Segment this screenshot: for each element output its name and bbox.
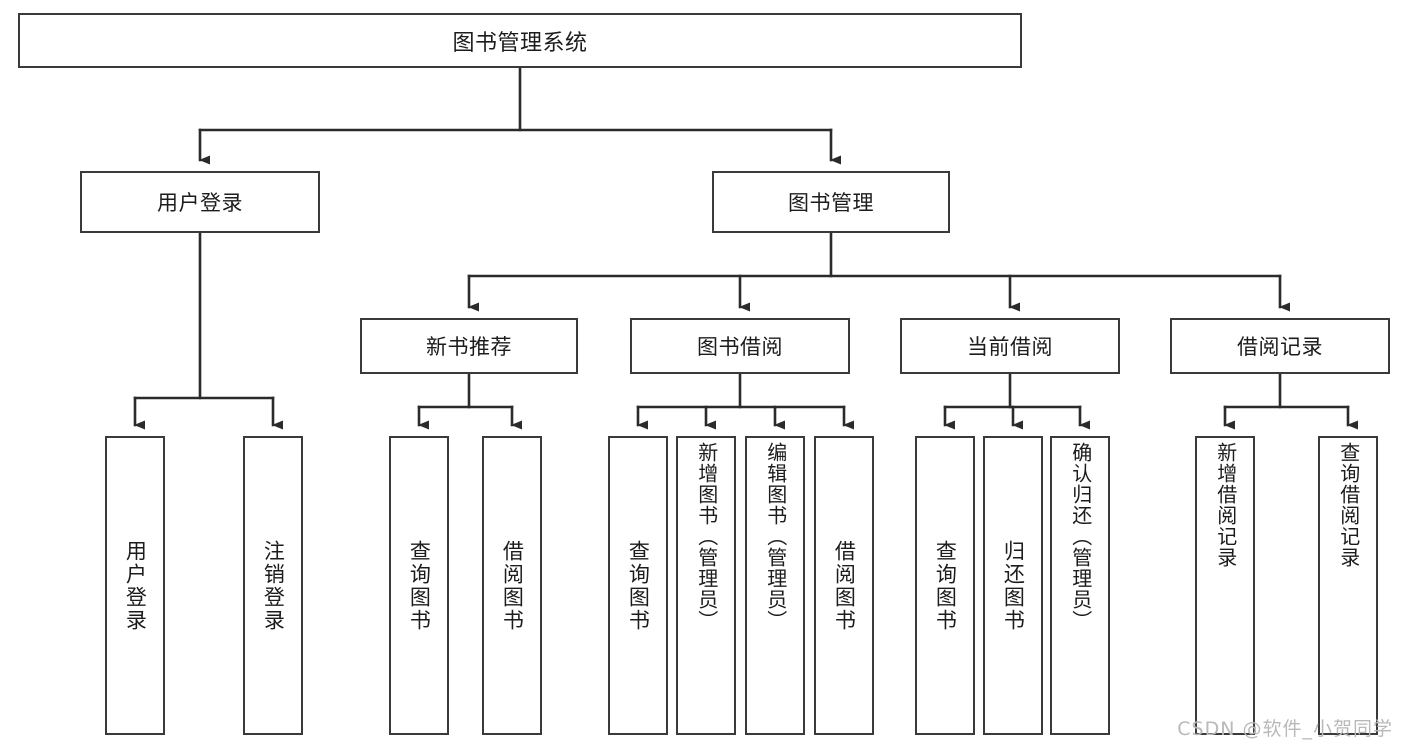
node-label-borrow-record: 借阅记录 <box>1237 335 1323 359</box>
node-leaf-confirm-return[interactable]: 确认归还（管理员） <box>1050 436 1110 735</box>
node-label-leaf-confirm-return: 确认归还（管理员） <box>1068 442 1093 631</box>
node-label-leaf-borrow-book-rec: 借阅图书 <box>500 539 525 632</box>
node-borrow-record[interactable]: 借阅记录 <box>1170 318 1390 374</box>
node-leaf-add-record[interactable]: 新增借阅记录 <box>1195 436 1255 735</box>
node-leaf-query-book-cur[interactable]: 查询图书 <box>915 436 975 735</box>
node-book-borrow[interactable]: 图书借阅 <box>630 318 850 374</box>
node-leaf-add-book[interactable]: 新增图书（管理员） <box>676 436 736 735</box>
node-leaf-query-book[interactable]: 查询图书 <box>608 436 668 735</box>
node-leaf-return-book[interactable]: 归还图书 <box>983 436 1043 735</box>
node-root[interactable]: 图书管理系统 <box>18 13 1022 68</box>
node-label-leaf-user-login: 用户登录 <box>123 539 148 632</box>
node-book-management[interactable]: 图书管理 <box>712 171 950 233</box>
node-label-new-book-recommend: 新书推荐 <box>426 335 512 359</box>
node-label-leaf-query-book-rec: 查询图书 <box>407 539 432 632</box>
node-label-book-management: 图书管理 <box>788 191 874 215</box>
node-leaf-borrow-book-rec[interactable]: 借阅图书 <box>482 436 542 735</box>
node-user-login[interactable]: 用户登录 <box>80 171 320 233</box>
node-leaf-query-book-rec[interactable]: 查询图书 <box>389 436 449 735</box>
node-leaf-user-login[interactable]: 用户登录 <box>105 436 165 735</box>
node-label-leaf-query-book-cur: 查询图书 <box>933 539 958 632</box>
node-current-borrow[interactable]: 当前借阅 <box>900 318 1120 374</box>
node-label-leaf-query-record: 查询借阅记录 <box>1336 442 1361 568</box>
node-leaf-edit-book[interactable]: 编辑图书（管理员） <box>745 436 805 735</box>
node-leaf-logout[interactable]: 注销登录 <box>243 436 303 735</box>
watermark-label: CSDN @软件_小贺同学 <box>1177 718 1393 740</box>
node-new-book-recommend[interactable]: 新书推荐 <box>360 318 578 374</box>
edge-group <box>133 66 1358 430</box>
node-label-leaf-query-book: 查询图书 <box>626 539 651 632</box>
node-label-leaf-edit-book: 编辑图书（管理员） <box>763 442 788 631</box>
node-label-root: 图书管理系统 <box>452 30 588 56</box>
node-leaf-query-record[interactable]: 查询借阅记录 <box>1318 436 1378 735</box>
node-label-leaf-borrow-book: 借阅图书 <box>832 539 857 632</box>
node-label-leaf-add-record: 新增借阅记录 <box>1213 442 1238 568</box>
node-label-book-borrow: 图书借阅 <box>697 335 783 359</box>
node-label-leaf-add-book: 新增图书（管理员） <box>694 442 719 631</box>
node-label-leaf-return-book: 归还图书 <box>1001 539 1026 632</box>
node-label-current-borrow: 当前借阅 <box>967 335 1053 359</box>
node-label-leaf-logout: 注销登录 <box>261 539 286 632</box>
node-label-user-login: 用户登录 <box>157 191 243 215</box>
node-leaf-borrow-book[interactable]: 借阅图书 <box>814 436 874 735</box>
